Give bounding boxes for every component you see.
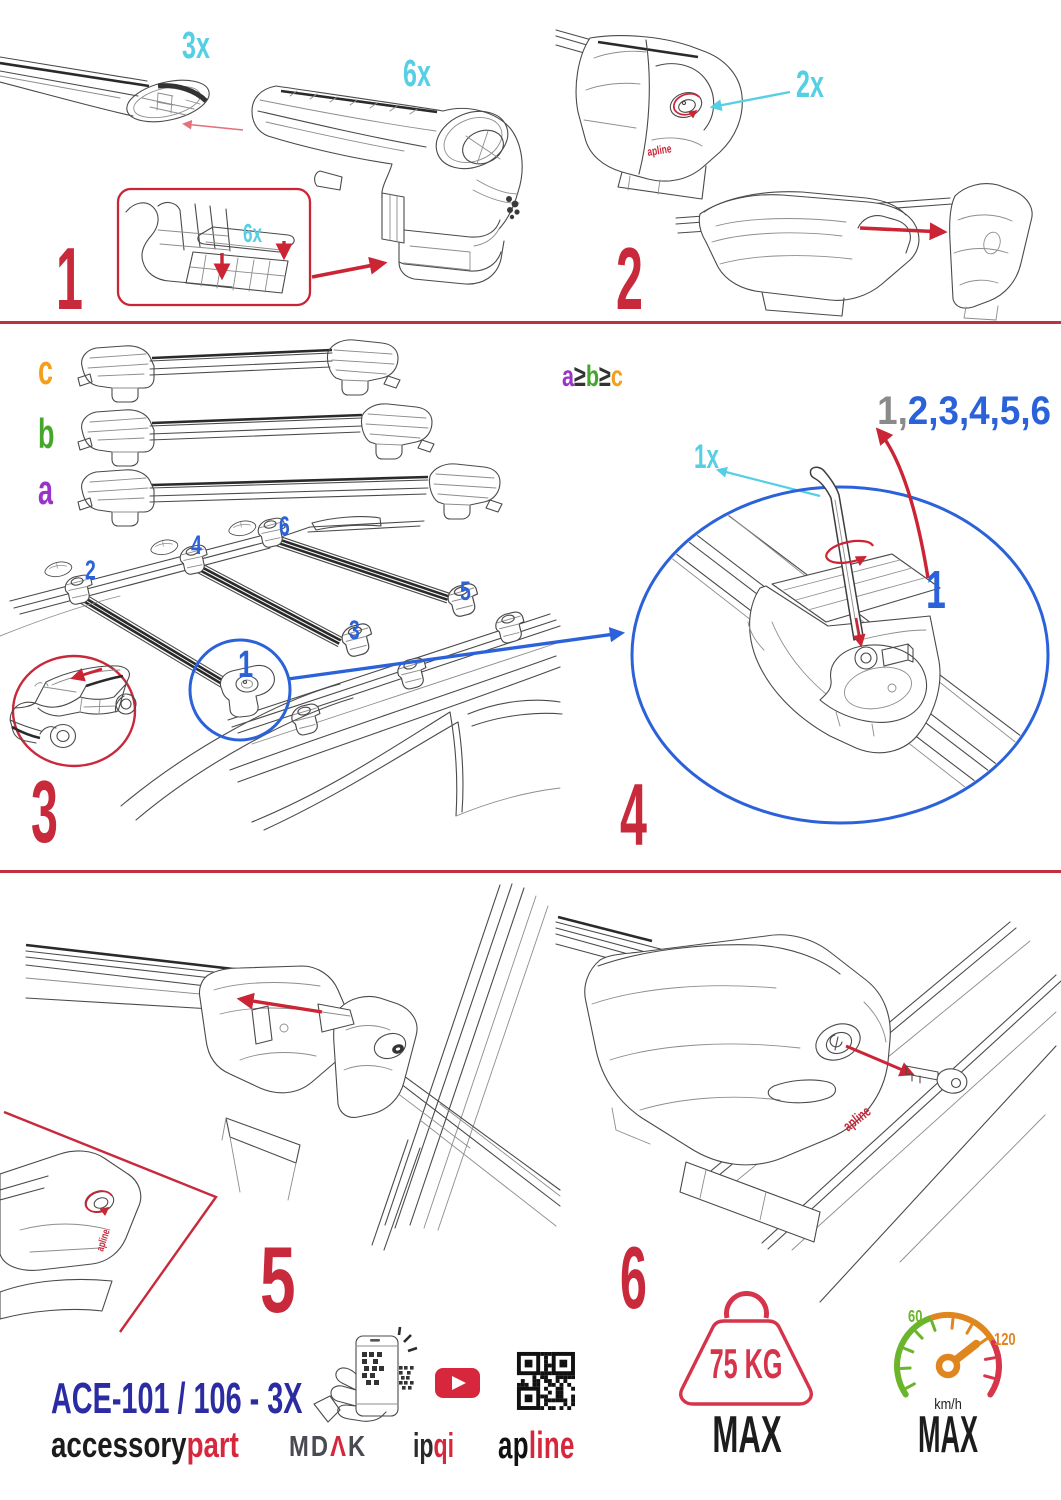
svg-text:km/h: km/h — [934, 1395, 962, 1412]
svg-text:1,2,3,4,5,6: 1,2,3,4,5,6 — [877, 389, 1051, 434]
svg-text:75 KG: 75 KG — [710, 1342, 783, 1388]
svg-text:MAX: MAX — [712, 1406, 782, 1464]
svg-text:2x: 2x — [796, 63, 824, 105]
svg-text:MAX: MAX — [918, 1404, 978, 1463]
svg-text:a: a — [38, 467, 53, 513]
svg-text:2: 2 — [85, 555, 96, 585]
svg-text:ACE-101 / 106 - 3X: ACE-101 / 106 - 3X — [51, 1373, 303, 1423]
svg-text:3: 3 — [31, 764, 58, 862]
svg-text:6x: 6x — [403, 52, 431, 94]
svg-text:a≥b≥c: a≥b≥c — [562, 358, 623, 392]
svg-text:120: 120 — [994, 1330, 1016, 1350]
svg-text:c: c — [38, 347, 53, 393]
svg-text:4: 4 — [191, 530, 202, 560]
svg-text:1x: 1x — [694, 438, 719, 476]
svg-text:6: 6 — [279, 511, 290, 541]
svg-text:3: 3 — [349, 615, 360, 645]
svg-text:apline: apline — [498, 1424, 575, 1466]
svg-text:5: 5 — [460, 576, 471, 606]
svg-text:6: 6 — [620, 1230, 647, 1328]
svg-text:MDΛK: MDΛK — [289, 1430, 367, 1463]
svg-text:3x: 3x — [182, 24, 210, 66]
svg-text:accessorypart: accessorypart — [51, 1425, 239, 1465]
svg-text:apline: apline — [647, 143, 673, 159]
svg-text:4: 4 — [620, 767, 647, 865]
svg-text:1: 1 — [56, 231, 83, 329]
svg-text:6x: 6x — [243, 218, 263, 248]
svg-text:2: 2 — [616, 231, 643, 329]
svg-text:5: 5 — [260, 1228, 296, 1333]
svg-text:1: 1 — [238, 644, 253, 686]
svg-text:b: b — [38, 411, 54, 457]
svg-text:60: 60 — [908, 1307, 923, 1327]
svg-text:1: 1 — [926, 560, 946, 620]
svg-text:ipqi: ipqi — [413, 1428, 454, 1465]
